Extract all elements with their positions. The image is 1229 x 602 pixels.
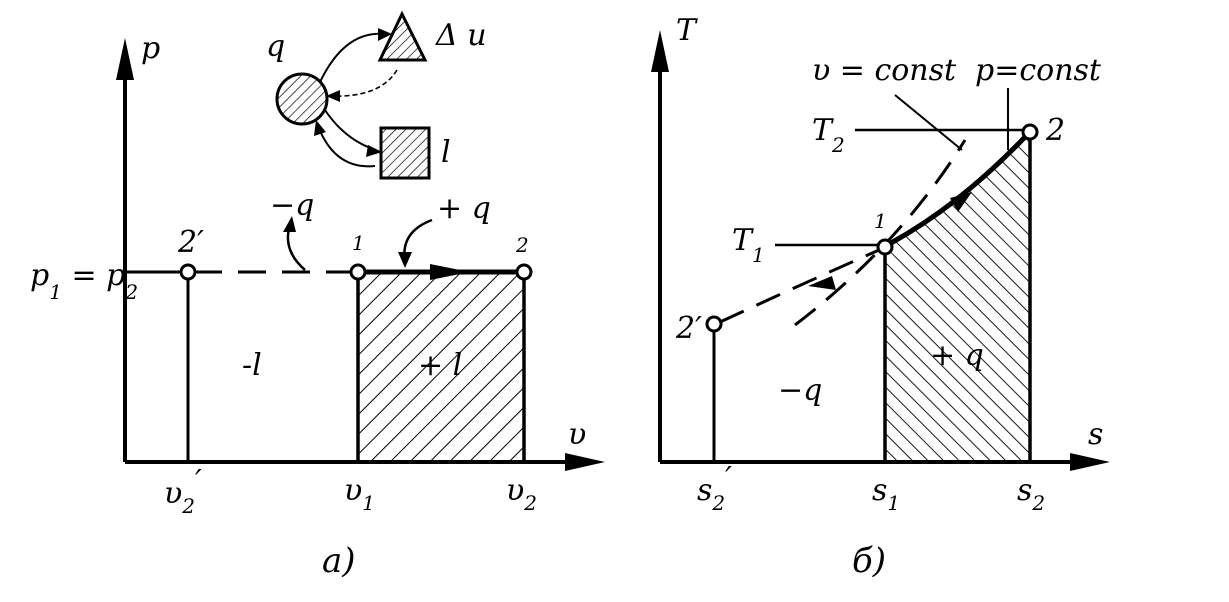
work-square (379, 126, 431, 180)
temp-T2-sub: 2 (831, 133, 845, 157)
heat-circle (275, 72, 329, 126)
tick-v2-prime: υ2′ (164, 464, 202, 518)
panel-a: p υ q Δ u l p1 = p2 2′ 1 2 −q + q -l + l… (30, 10, 605, 581)
tick-v1-main: υ (344, 473, 362, 508)
work-minus-label: -l (242, 348, 262, 383)
pressure-sub-1: 1 (49, 280, 62, 304)
axis-label-v: υ (568, 417, 586, 452)
heat-minus-label: −q (270, 188, 314, 223)
state-point-2 (515, 263, 533, 281)
pressure-sub-2: 2 (124, 280, 138, 304)
point-label-1: 1 (352, 231, 365, 255)
temp-label-T1: T1 (732, 223, 765, 267)
axis-label-p: p (141, 31, 160, 66)
state-point-1 (349, 263, 367, 281)
inset-label-q: q (266, 29, 285, 64)
tick-s2-prime-sub: 2 (711, 491, 725, 515)
heat-plus-label-b: + q (930, 338, 984, 373)
v-const-leader (894, 94, 963, 151)
point-label-2-prime-b: 2′ (675, 311, 702, 346)
isochore-label: υ = const (812, 53, 957, 88)
tick-v2-sub: 2 (523, 491, 537, 515)
inset-label-du: Δ u (435, 18, 487, 53)
inset-label-l: l (441, 135, 451, 170)
temp-T2-main: T (812, 113, 834, 148)
state-point-2-b (1021, 123, 1039, 141)
tick-v2: υ2 (506, 473, 537, 515)
inset-arrow-q-to-l (324, 109, 377, 151)
v-axis-arrow (565, 453, 605, 471)
process-arrow (430, 264, 470, 280)
temp-T1-sub: 1 (752, 243, 765, 267)
inset-arrowhead-u (378, 28, 392, 41)
tick-s1: s1 (872, 473, 900, 515)
state-point-2-prime-b (705, 315, 723, 333)
heat-plus-label: + q (437, 191, 491, 226)
tick-s2-sub: 2 (1031, 491, 1045, 515)
heat-plus-arrowhead (398, 252, 412, 268)
state-point-1-b (876, 238, 894, 256)
pressure-label: p1 = p2 (30, 258, 138, 304)
isochore-dashed (794, 139, 967, 327)
tick-s2-prime-prime: ′ (725, 461, 732, 496)
inset-arrow-q-to-u (319, 32, 386, 83)
process-arrow-b (950, 192, 972, 212)
tick-s2-main: s (1017, 473, 1032, 508)
temp-label-T2: T2 (812, 113, 845, 157)
tick-s2-prime: s2′ (697, 461, 732, 515)
tick-s2: s2 (1017, 473, 1045, 515)
work-area-positive (358, 272, 524, 462)
axis-label-s: s (1088, 417, 1103, 452)
pressure-p1: p (30, 258, 49, 293)
isobar-label: p=const (975, 53, 1102, 88)
pressure-p2: p (106, 258, 125, 293)
inset-arrow-u-to-q (329, 69, 398, 97)
heat-area-positive (885, 132, 1030, 462)
tick-s2-prime-main: s (697, 473, 712, 508)
isobar-dashed-b (719, 248, 880, 324)
cooling-arrow-b (808, 276, 836, 290)
inset-arrowhead-l (366, 145, 382, 157)
energy-triangle (377, 10, 428, 62)
tick-v1-sub: 1 (362, 491, 375, 515)
caption-a: a) (322, 541, 356, 581)
tick-s1-sub: 1 (887, 491, 900, 515)
point-label-1-b: 1 (874, 209, 887, 233)
s-axis-arrow (1070, 453, 1110, 471)
panel-b: T s υ = const p=const T2 T1 2′ 1 2 −q + … (651, 13, 1110, 581)
heat-minus-label-b: −q (778, 373, 822, 408)
inset-arrow-l-to-q (317, 125, 376, 168)
axis-label-T: T (676, 13, 698, 48)
point-label-2: 2 (515, 233, 529, 257)
inset-arrowhead-q2 (314, 120, 326, 136)
point-label-2-prime: 2′ (177, 225, 204, 260)
energy-balance-inset (275, 10, 431, 180)
heat-minus-arrowhead (283, 216, 296, 232)
pressure-eq: = (62, 258, 106, 293)
tick-v2-prime-sub: 2 (181, 494, 195, 518)
tick-v2-prime-main: υ (164, 476, 182, 511)
tick-s1-main: s (872, 473, 887, 508)
state-point-2-prime (179, 263, 197, 281)
work-plus-label: + l (418, 348, 462, 383)
tick-v2-prime-prime: ′ (195, 464, 202, 499)
caption-b: б) (852, 541, 886, 581)
temp-T1-main: T (732, 223, 754, 258)
T-axis-arrow (651, 30, 669, 72)
p-axis-arrow (116, 38, 134, 80)
inset-arrowhead-q1 (326, 90, 340, 102)
point-label-2-b: 2 (1045, 113, 1065, 148)
tick-v2-main: υ (506, 473, 524, 508)
tick-v1: υ1 (344, 473, 375, 515)
